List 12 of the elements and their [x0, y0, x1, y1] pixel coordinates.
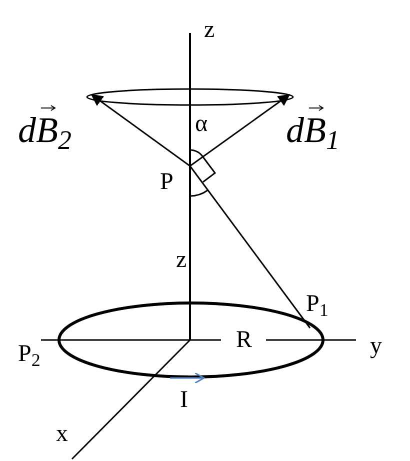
point-label: P$_{1}$: [306, 292, 328, 316]
point-label: P$_{2}$: [18, 342, 40, 366]
axis-label: z: [204, 18, 215, 42]
distance-label: z: [176, 248, 187, 272]
axis-label: x: [56, 422, 68, 446]
angle-label: α: [195, 112, 208, 136]
radius-label: R: [236, 328, 252, 352]
vector-label: dB$_{1}$: [286, 112, 340, 148]
vector-label: dB$_{2}$: [18, 112, 72, 148]
point-label: P: [160, 170, 174, 194]
current-label: I: [180, 388, 188, 412]
axis-label: y: [370, 334, 382, 358]
